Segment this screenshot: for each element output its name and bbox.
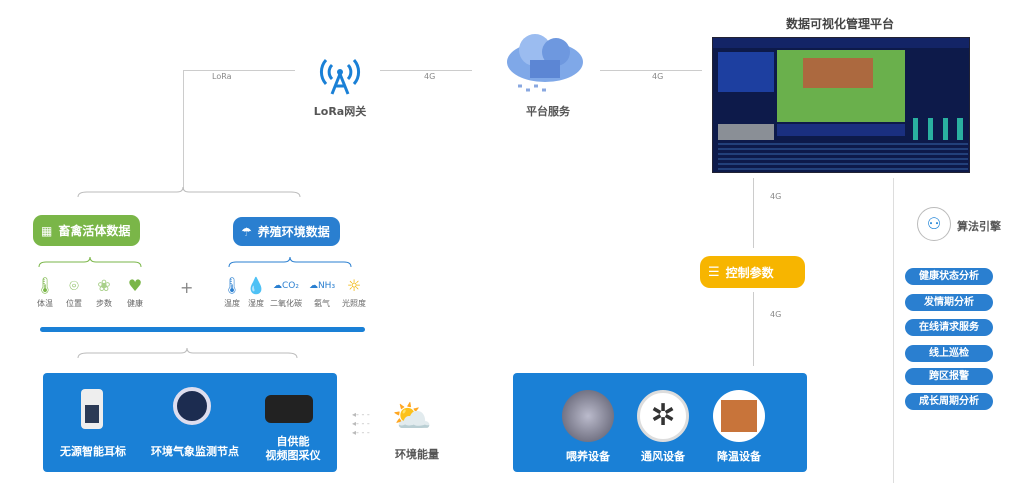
sensor-label: 环境气象监测节点 [151, 445, 239, 458]
sensor-label: 无源智能耳标 [60, 445, 126, 458]
item-label: 体温 [37, 299, 53, 308]
fan-image: ✲ [637, 390, 689, 442]
connector-line [753, 292, 754, 366]
sun-icon: ☼ [346, 276, 362, 295]
item-label: 位置 [66, 299, 82, 308]
energy-arrows: ◂- - -◂- - -◂- - - [352, 410, 370, 437]
link-label: 4G [770, 192, 782, 201]
antenna-icon [319, 59, 361, 95]
brace [228, 256, 352, 268]
connector-line [380, 70, 472, 71]
platform-service-label: 平台服务 [526, 105, 570, 118]
thermometer-icon: 🌡 [221, 276, 243, 295]
item-label: 健康 [127, 299, 143, 308]
brace [77, 186, 301, 198]
item-label: 二氧化碳 [270, 299, 302, 308]
ear-tag-image [81, 389, 103, 429]
location-pin-icon: ⌾ [69, 276, 79, 295]
paw-icon: ❀ [97, 276, 111, 295]
light-item: ☼ 光照度 [334, 276, 374, 309]
feeding-equipment-image [562, 390, 614, 442]
connector-line [600, 70, 702, 71]
health-item: ♥ 健康 [115, 276, 155, 309]
connector-line [183, 70, 184, 190]
item-label: 湿度 [248, 299, 264, 308]
algorithm-item: 发情期分析 [905, 294, 993, 311]
brace [38, 256, 142, 268]
divider [893, 178, 894, 483]
brace [77, 347, 298, 359]
gateway-label: LoRa网关 [313, 105, 367, 118]
sensor-label: 自供能 [276, 435, 310, 448]
link-label: 4G [770, 310, 782, 319]
co2-cloud-icon: ☁CO₂ [273, 281, 299, 291]
sensors-panel: 无源智能耳标 环境气象监测节点 自供能 视频图采仪 [43, 373, 337, 472]
data-bar [40, 327, 365, 332]
dashboard-screenshot [712, 37, 970, 173]
temperature-item: 🌡 温度 [212, 276, 252, 309]
device-label: 通风设备 [641, 450, 685, 463]
sliders-icon: ☰ [708, 264, 720, 280]
lora-link-label: LoRa [212, 72, 232, 81]
weather-node-image [173, 387, 211, 425]
temperature-item: 🌡 体温 [25, 276, 65, 309]
cloud-server-icon [507, 34, 583, 92]
location-item: ⌾ 位置 [54, 276, 94, 309]
sun-cloud-icon: ⛅ [392, 397, 432, 435]
heart-icon: ♥ [127, 276, 143, 295]
environment-data-label: 养殖环境数据 [257, 225, 330, 239]
link-label: 4G [652, 72, 664, 81]
algorithm-item: 健康状态分析 [905, 268, 993, 285]
livestock-icon: ▦ [41, 223, 53, 238]
devices-panel: ✲ 喂养设备 通风设备 降温设备 [513, 373, 807, 472]
control-params-label: 控制参数 [725, 265, 774, 280]
plus-sign: + [180, 278, 194, 297]
thermometer-icon: 🌡 [34, 276, 56, 295]
livestock-data-tag: ▦ 畜禽活体数据 [33, 215, 140, 246]
algorithm-item: 成长周期分析 [905, 393, 993, 410]
steps-item: ❀ 步数 [84, 276, 124, 309]
algorithm-item: 线上巡检 [905, 345, 993, 362]
item-label: 光照度 [342, 299, 366, 308]
cooling-pad-image [713, 390, 765, 442]
environment-data-tag: ☂ 养殖环境数据 [233, 217, 340, 246]
nh3-cloud-icon: ☁NH₃ [308, 281, 336, 291]
connector-line [183, 70, 295, 71]
device-label: 降温设备 [717, 450, 761, 463]
livestock-data-label: 畜禽活体数据 [58, 224, 131, 238]
co2-item: ☁CO₂ 二氧化碳 [266, 276, 306, 309]
droplet-icon: 💧 [246, 276, 266, 295]
algorithm-label: 算法引擎 [957, 220, 1001, 233]
algorithm-item: 在线请求服务 [905, 319, 993, 336]
sensor-label: 视频图采仪 [265, 449, 321, 462]
device-label: 喂养设备 [566, 450, 610, 463]
algorithm-item: 跨区报警 [905, 368, 993, 385]
ammonia-item: ☁NH₃ 氨气 [302, 276, 342, 309]
connector-line [753, 178, 754, 248]
item-label: 温度 [224, 299, 240, 308]
network-icon: ⚇ [917, 207, 951, 241]
item-label: 氨气 [314, 299, 330, 308]
humidity-item: 💧 湿度 [236, 276, 276, 309]
dashboard-title: 数据可视化管理平台 [785, 17, 894, 31]
environment-icon: ☂ [241, 224, 252, 239]
video-collector-image [265, 395, 313, 423]
energy-label: 环境能量 [395, 448, 439, 461]
link-label: 4G [424, 72, 436, 81]
control-params-button: ☰ 控制参数 [700, 256, 805, 288]
item-label: 步数 [96, 299, 112, 308]
